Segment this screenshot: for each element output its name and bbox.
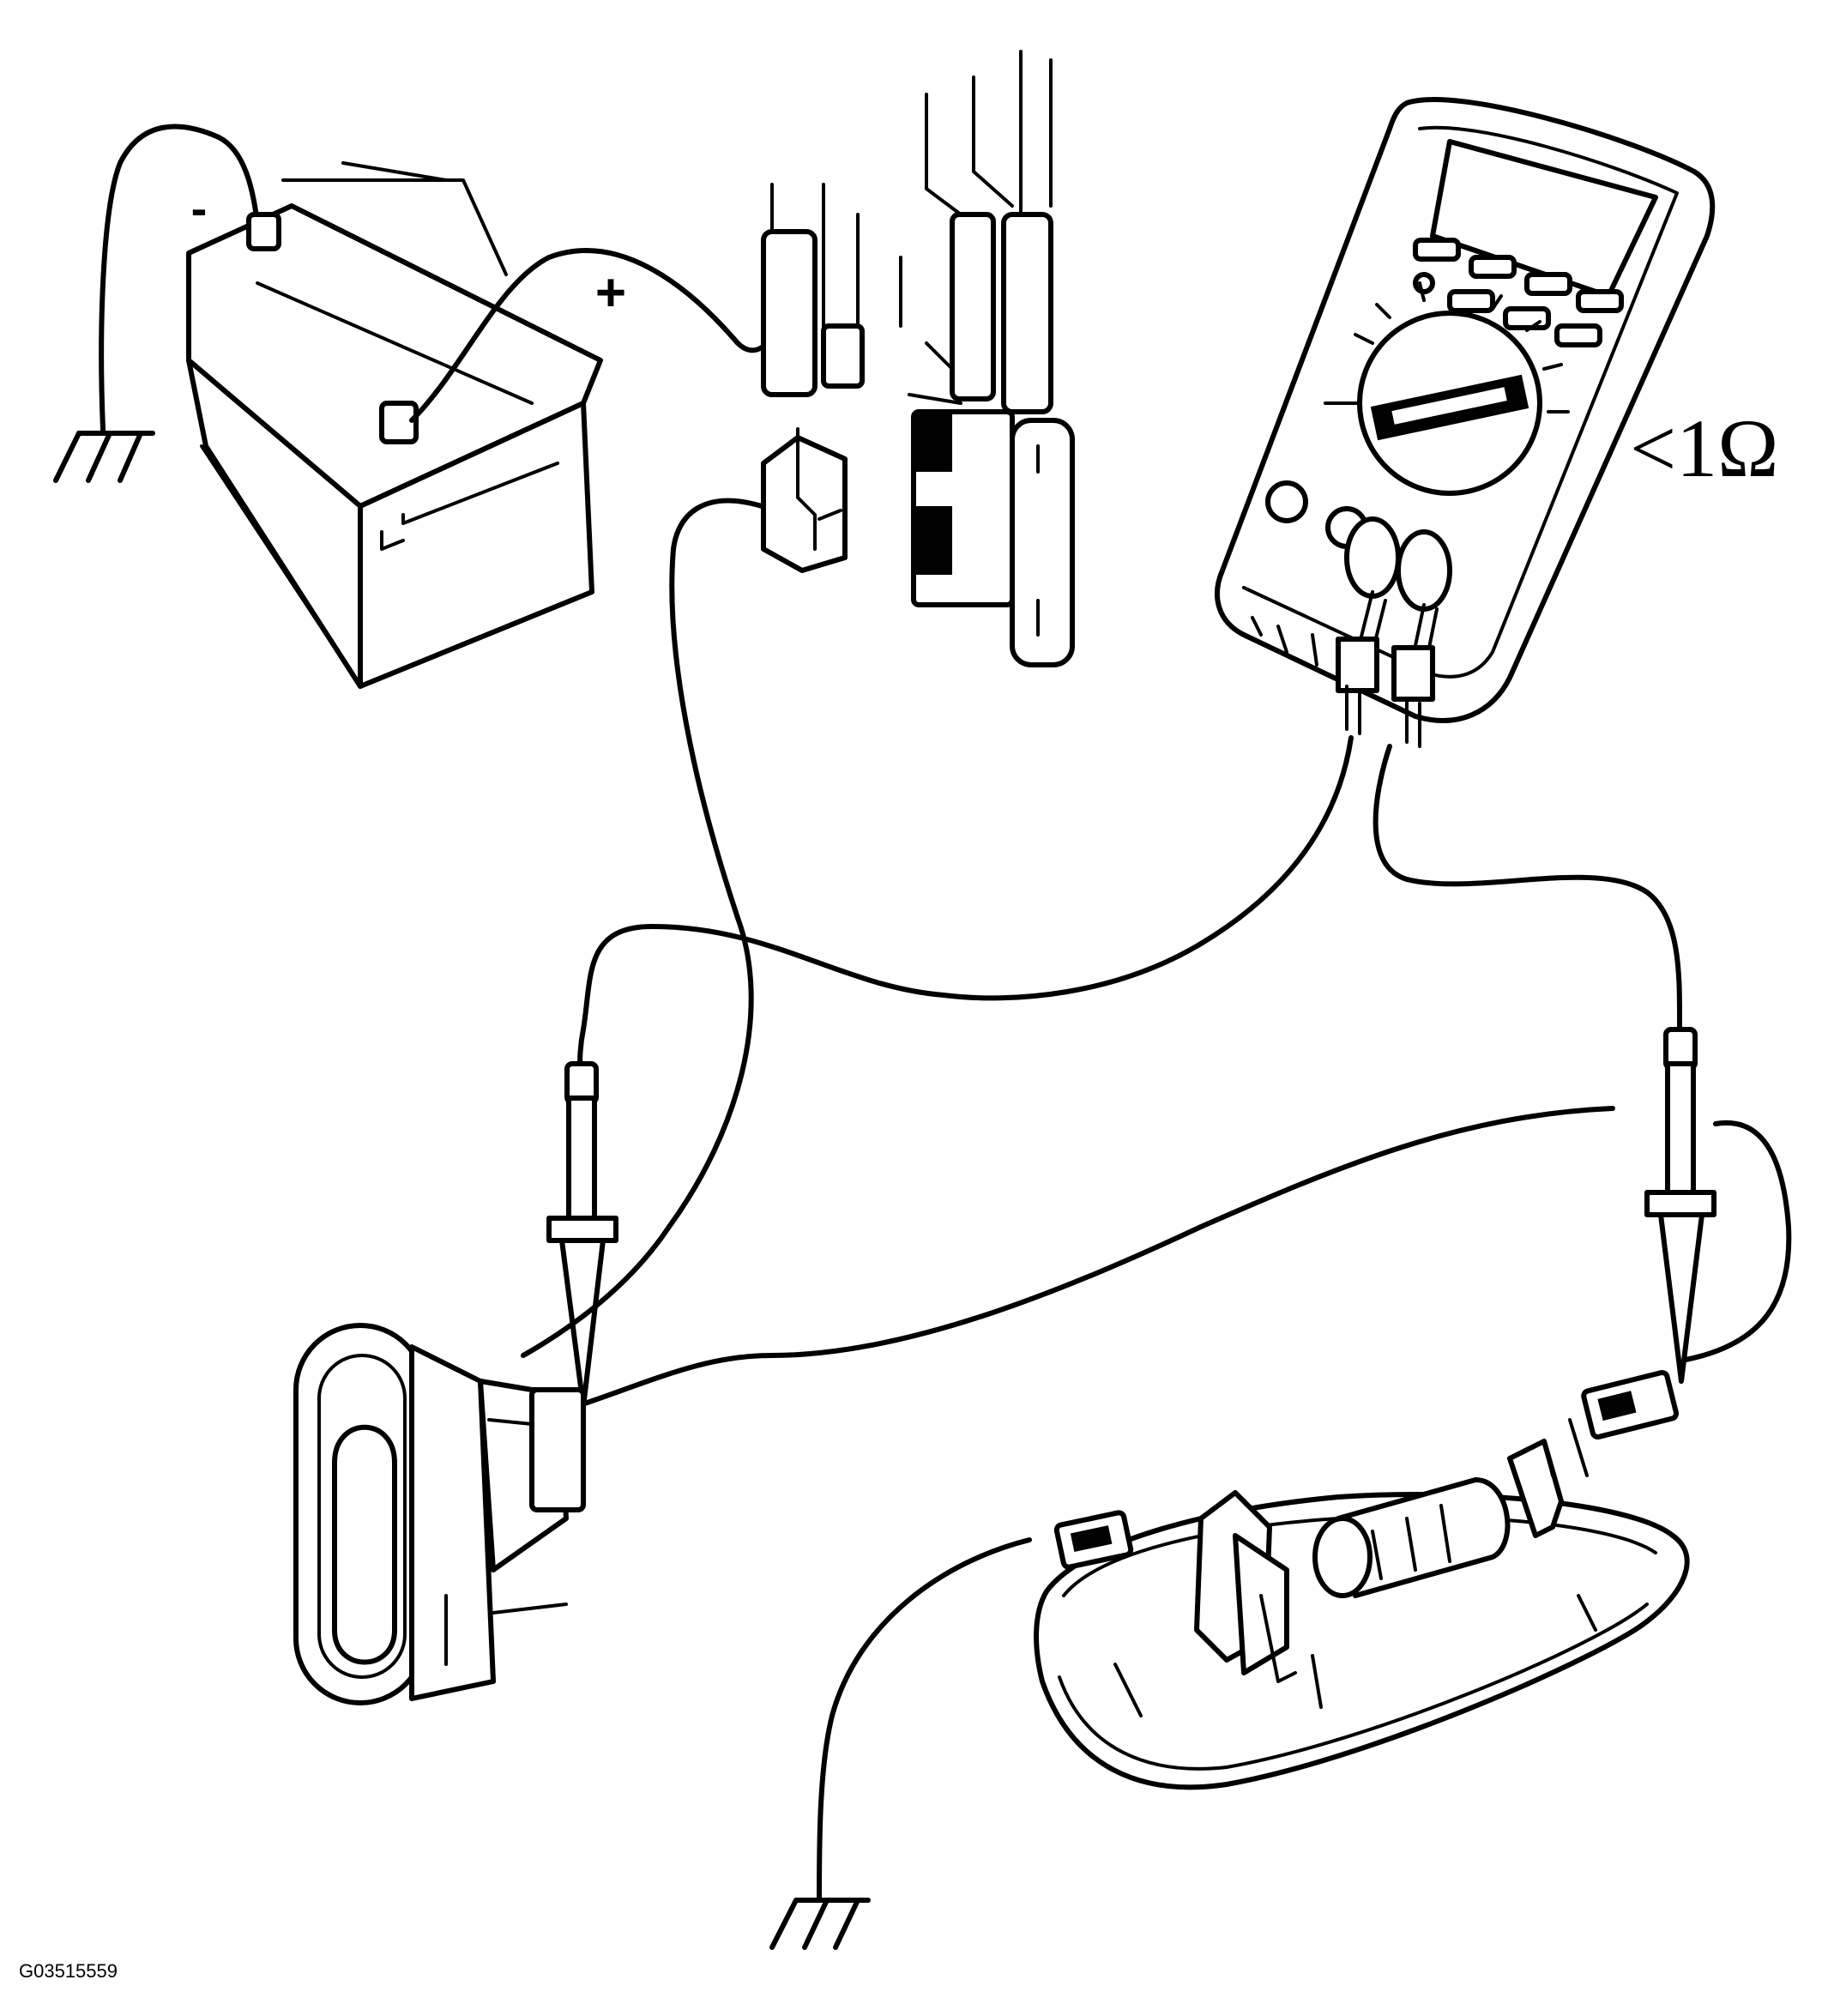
multimeter-button[interactable] — [1554, 323, 1602, 347]
resistance-reading: <1Ω — [1630, 402, 1778, 494]
lamp-bulb — [1312, 1477, 1511, 1598]
battery-negative-label: - — [191, 181, 208, 235]
fuse-to-switch-wire — [521, 498, 764, 1358]
multimeter-button[interactable] — [1524, 272, 1572, 296]
switch-to-lamp-wire — [572, 1106, 1615, 1409]
test-probe-right — [1644, 1027, 1716, 1384]
battery-ground-wire — [99, 124, 260, 432]
multimeter-button[interactable] — [1469, 255, 1517, 279]
multimeter — [1215, 97, 1716, 748]
fuse — [911, 409, 1075, 667]
battery-positive-wire — [409, 248, 764, 423]
test-probe-left — [546, 1061, 618, 1409]
test-lead-left — [577, 735, 1354, 1071]
battery — [186, 161, 603, 689]
multimeter-button[interactable] — [1413, 238, 1461, 262]
multimeter-button[interactable] — [1503, 306, 1551, 330]
multimeter-button[interactable] — [1576, 289, 1624, 313]
multimeter-rotary-dial[interactable] — [1357, 311, 1542, 496]
fuse-box — [761, 50, 1075, 667]
lamp-housing — [1034, 1369, 1690, 1790]
battery-positive-label: + — [595, 263, 626, 323]
lamp-return-wire — [1683, 1120, 1792, 1362]
multimeter-button[interactable] — [1447, 289, 1495, 313]
tailgate-switch — [293, 1323, 586, 1705]
figure-reference-code: G03515559 — [19, 1960, 118, 1982]
ground-symbol-battery — [53, 425, 155, 483]
test-lead-right — [1373, 744, 1683, 1032]
lamp-ground-wire — [817, 1537, 1032, 1903]
ground-symbol-lamp — [769, 1898, 871, 1950]
